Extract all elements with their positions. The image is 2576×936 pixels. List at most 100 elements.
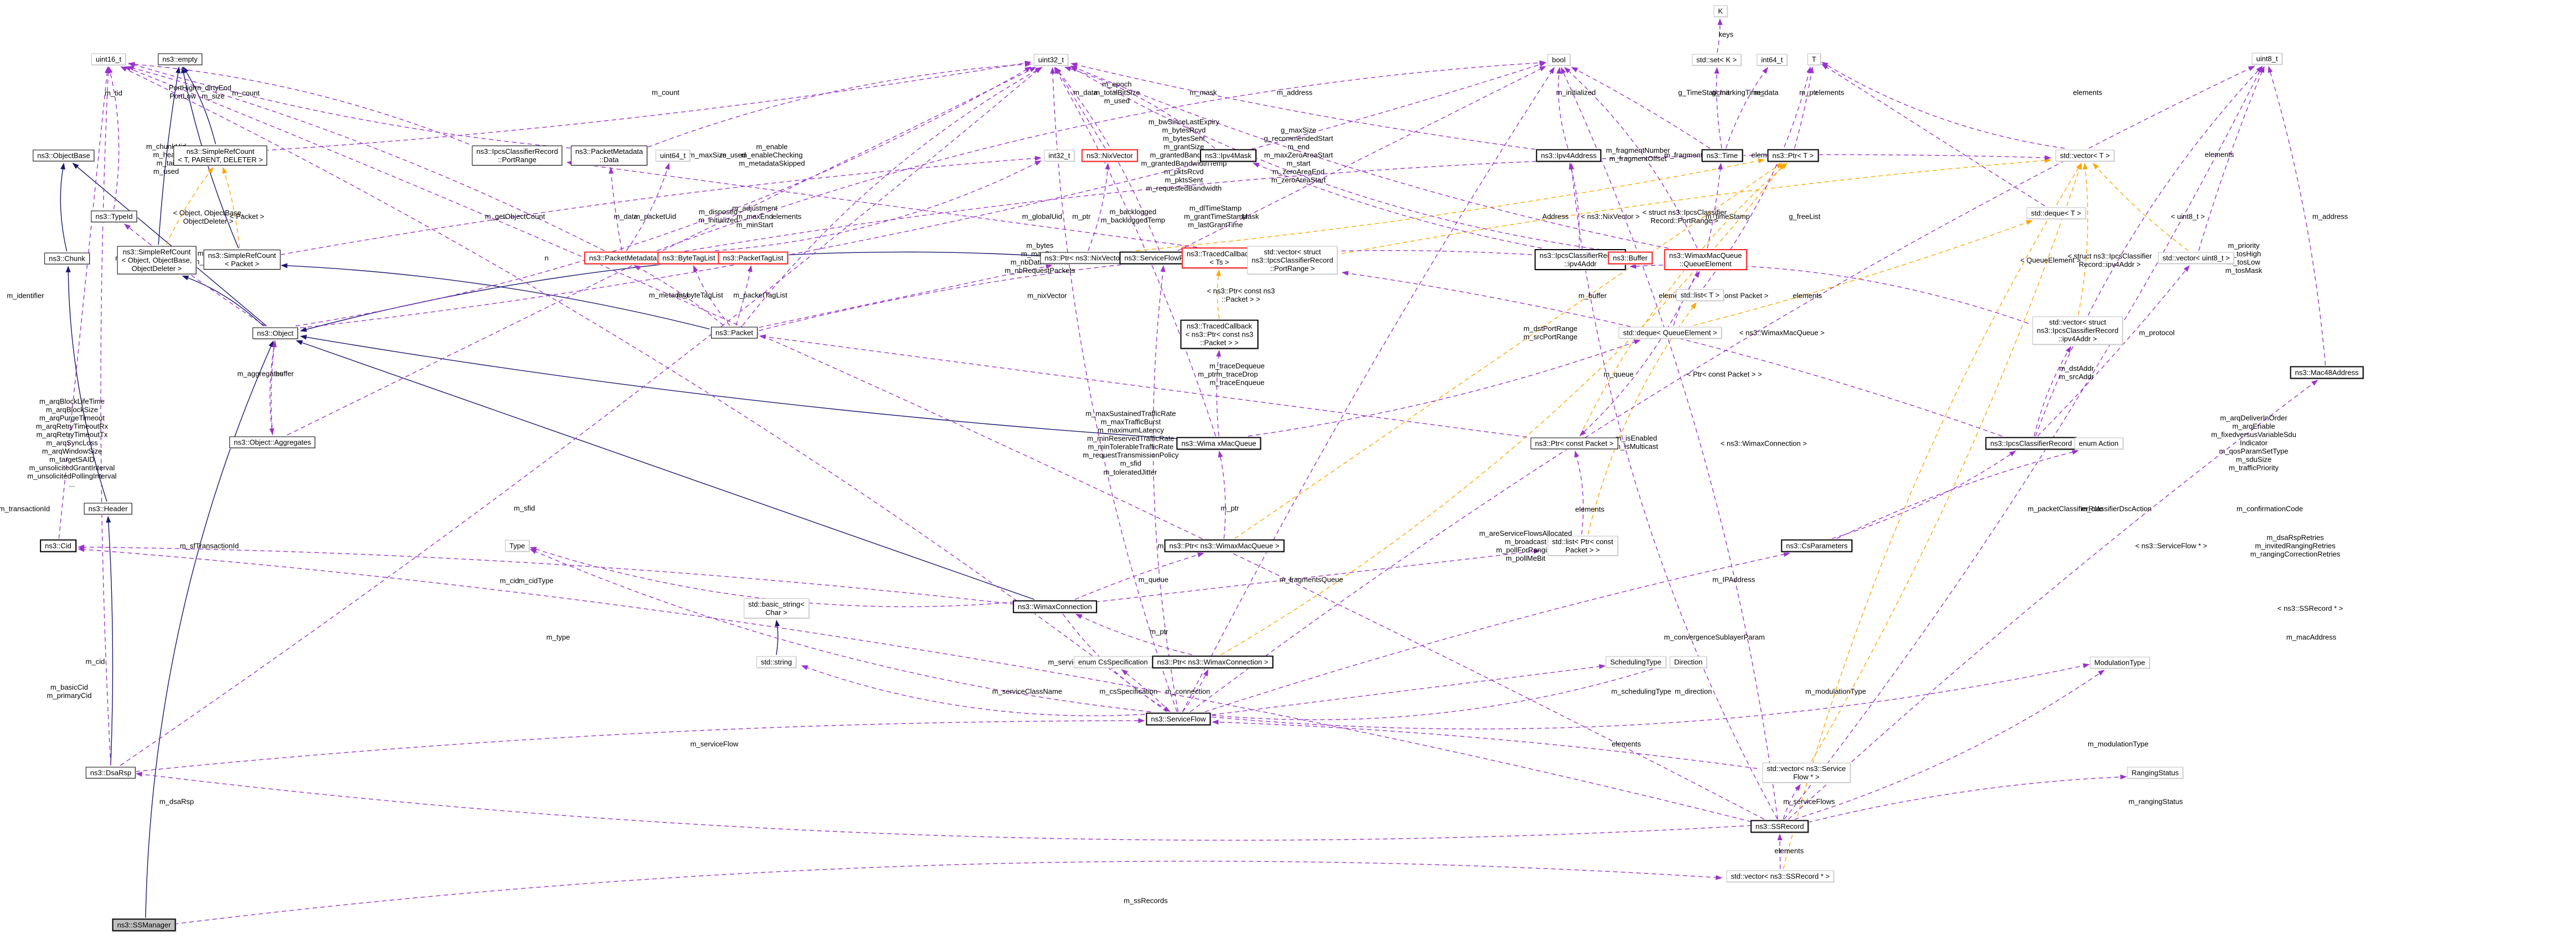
node-src_t[interactable]: ns3::SimpleRefCount< T, PARENT, DELETER … — [173, 146, 267, 166]
node-csspec[interactable]: enum CsSpecification — [1074, 656, 1152, 668]
node-src_oood[interactable]: ns3::SimpleRefCount< Object, ObjectBase,… — [117, 246, 197, 275]
node-tcts[interactable]: ns3::TracedCallback< Ts > — [1181, 247, 1258, 268]
node-wconn[interactable]: ns3::WimaxConnection — [1013, 600, 1097, 613]
node-packet[interactable]: ns3::Packet — [711, 327, 758, 339]
node-dsarsp[interactable]: ns3::DsaRsp — [85, 767, 136, 779]
arrowhead-icon — [60, 163, 65, 170]
edge-deqT-T — [1825, 66, 2045, 206]
arrowhead-icon — [123, 224, 131, 230]
node-int64[interactable]: int64_t — [1756, 54, 1787, 66]
node-label-line: ns3::Ptr< ns3::NixVector > — [1044, 254, 1129, 262]
node-schedtype[interactable]: SchedulingType — [1605, 656, 1666, 668]
arrowhead-icon — [1579, 430, 1586, 436]
arrowhead-icon — [775, 619, 780, 627]
node-T[interactable]: T — [1807, 53, 1821, 65]
node-vecssr[interactable]: std::vector< ns3::SSRecord * > — [1726, 870, 1835, 882]
node-vecT[interactable]: std::vector< T > — [2055, 149, 2114, 162]
node-pmdata[interactable]: ns3::PacketMetadata::Data — [570, 146, 648, 166]
node-ipv4mask[interactable]: ns3::Ipv4Mask — [1200, 149, 1256, 162]
node-ptrnix[interactable]: ns3::Ptr< ns3::NixVector > — [1040, 252, 1133, 264]
edge-vecsf-vecT — [1811, 167, 2080, 762]
arrowhead-icon — [271, 340, 277, 348]
arrowhead-icon — [65, 266, 71, 273]
edge-sf-csparams — [1204, 554, 1786, 712]
node-csparams[interactable]: ns3::CsParameters — [1781, 539, 1853, 552]
node-tcpp[interactable]: ns3::TracedCallback< ns3::Ptr< const ns3… — [1180, 319, 1259, 349]
node-deqT[interactable]: std::deque< T > — [2026, 207, 2086, 219]
node-ipcsrec[interactable]: ns3::IpcsClassifierRecord — [1985, 437, 2077, 450]
node-uint8[interactable]: uint8_t — [2252, 53, 2283, 65]
edge-vecpr-portrange — [571, 162, 1244, 254]
node-listT[interactable]: std::list< T > — [1676, 289, 1724, 301]
node-uint64[interactable]: uint64_t — [655, 149, 691, 162]
node-aggregates[interactable]: ns3::Object::Aggregates — [229, 436, 316, 448]
node-type[interactable]: Type — [504, 540, 530, 552]
node-label-line: ns3::Header — [88, 504, 128, 513]
node-label-line: std::list< T > — [1680, 291, 1720, 299]
node-sf[interactable]: ns3::ServiceFlow — [1146, 712, 1211, 726]
node-nix[interactable]: ns3::NixVector — [1081, 149, 1138, 162]
node-ptl[interactable]: ns3::PacketTagList — [718, 251, 789, 265]
node-direction[interactable]: Direction — [1670, 656, 1707, 668]
node-mac48[interactable]: ns3::Mac48Address — [2290, 366, 2364, 379]
node-ptrT[interactable]: ns3::Ptr< T > — [1767, 149, 1819, 162]
node-action[interactable]: enum Action — [2074, 437, 2123, 449]
arrowhead-icon — [1034, 156, 1042, 161]
node-chunk[interactable]: ns3::Chunk — [44, 252, 90, 265]
edge-packet-pm — [637, 267, 724, 326]
node-int32[interactable]: int32_t — [1044, 149, 1075, 162]
node-ptrwconn[interactable]: ns3::Ptr< ns3::WimaxConnection > — [1152, 655, 1274, 669]
node-qe[interactable]: ns3::WimaxMacQueue::QueueElement — [1664, 249, 1747, 270]
arrowhead-icon — [1758, 158, 1765, 164]
node-ipv4address[interactable]: ns3::Ipv4Address — [1536, 149, 1602, 162]
node-uint32[interactable]: uint32_t — [1033, 54, 1069, 66]
arrowhead-icon — [1560, 67, 1566, 74]
arrowhead-icon — [124, 66, 132, 71]
node-buffer[interactable]: ns3::Buffer — [1608, 251, 1653, 265]
node-btl[interactable]: ns3::ByteTagList — [657, 251, 720, 265]
node-modtype[interactable]: ModulationType — [2090, 656, 2150, 669]
arrowhead-icon — [1717, 18, 1723, 25]
node-vecu8[interactable]: std::vector< uint8_t > — [2158, 252, 2234, 264]
node-cid[interactable]: ns3::Cid — [40, 539, 76, 552]
edge-packet-ptl — [735, 270, 751, 326]
node-typeid[interactable]: ns3::TypeId — [91, 210, 137, 223]
node-time[interactable]: ns3::Time — [1701, 149, 1743, 162]
edge-pm-pmdata — [610, 172, 622, 251]
arrowhead-icon — [2009, 451, 2016, 457]
node-header[interactable]: ns3::Header — [84, 503, 132, 515]
edge-src_t-empty — [185, 70, 217, 144]
edge-ptrwconn-wconn — [1079, 616, 1193, 655]
edge-wmq-object — [305, 337, 1181, 439]
node-K[interactable]: K — [1713, 5, 1728, 17]
node-objbase[interactable]: ns3::ObjectBase — [33, 149, 95, 162]
node-wmq[interactable]: ns3::Wima xMacQueue — [1176, 437, 1261, 450]
edge-ipcsrec-vecip — [2033, 350, 2069, 437]
node-deqqe[interactable]: std::deque< QueueElement > — [1619, 327, 1722, 339]
node-basicstring[interactable]: std::basic_string<Char > — [744, 598, 809, 618]
node-rangingstatus[interactable]: RangingStatus — [2127, 767, 2183, 779]
node-setK[interactable]: std::set< K > — [1692, 54, 1742, 66]
node-ssrecord[interactable]: ns3::SSRecord — [1750, 820, 1809, 833]
node-ptrcp[interactable]: ns3::Ptr< const Packet > — [1531, 437, 1618, 449]
node-label-line: ns3::SimpleRefCount — [122, 247, 191, 256]
node-label-line: std::vector< struct — [1264, 247, 1321, 256]
node-empty[interactable]: ns3::empty — [158, 53, 202, 65]
node-portrange[interactable]: ns3::IpcsClassifierRecord::PortRange — [472, 146, 563, 166]
edge-ssrecord-modtype — [1794, 672, 2101, 820]
node-object[interactable]: ns3::Object — [253, 327, 298, 339]
node-label-line: ns3::ObjectBase — [37, 151, 90, 160]
node-uint16[interactable]: uint16_t — [91, 53, 126, 65]
arrowhead-icon — [1539, 66, 1547, 71]
node-ptrwmq[interactable]: ns3::Ptr< ns3::WimaxMacQueue > — [1164, 539, 1285, 552]
node-ssmanager[interactable]: ns3::SSManager — [112, 918, 176, 932]
node-src_p[interactable]: ns3::SimpleRefCount< Packet > — [203, 250, 281, 270]
node-bool[interactable]: bool — [1547, 54, 1570, 66]
node-pm[interactable]: ns3::PacketMetadata — [584, 251, 662, 265]
node-string[interactable]: std::string — [756, 656, 797, 668]
arrowhead-icon — [207, 167, 214, 174]
